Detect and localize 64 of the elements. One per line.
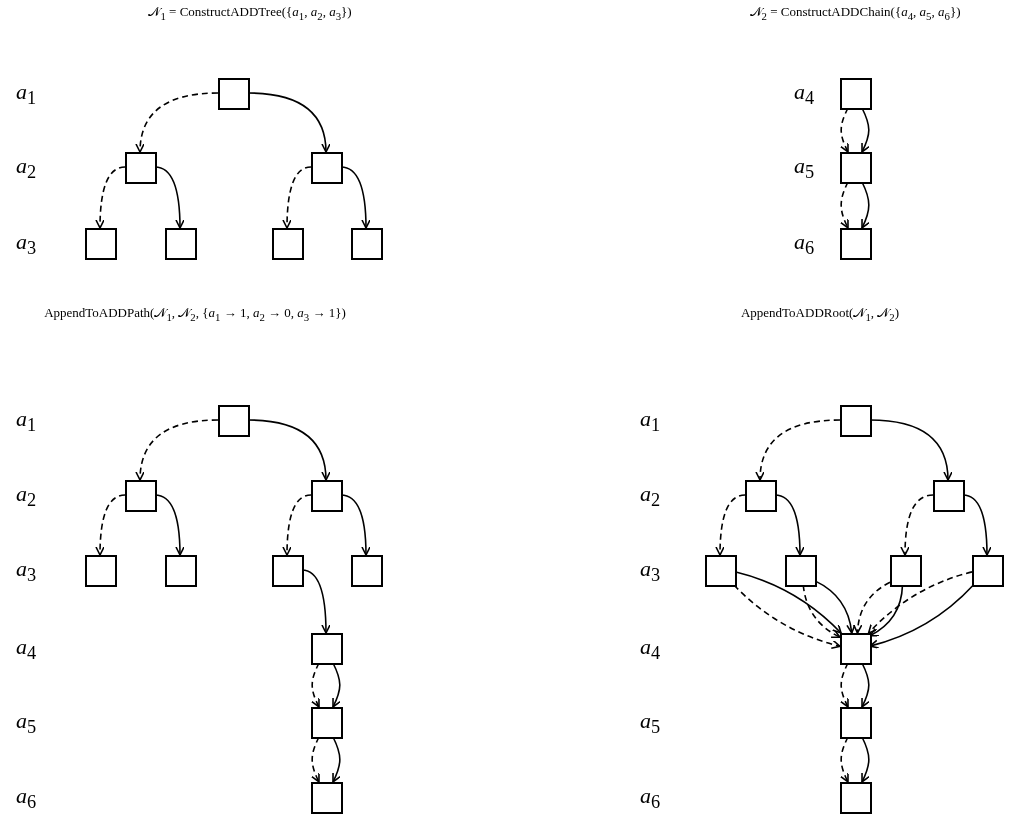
panel-title: AppendToADDRoot(𝒩$_{1}$, 𝒩$_{2}$)	[740, 305, 900, 325]
node-box	[840, 152, 872, 184]
dashed-arrow	[282, 166, 312, 229]
dashed-arrow	[95, 166, 126, 229]
panel-title: 𝒩$_{2}$ = ConstructADDChain({a$_{4}$, a$_{5}$, a$_{6}$})	[749, 4, 961, 24]
node-box	[311, 707, 343, 739]
level-label: a$_{5}$	[640, 709, 661, 740]
level-label: a$_{6}$	[794, 230, 815, 261]
node-box	[745, 480, 777, 512]
node-box	[840, 782, 872, 814]
dashed-arrow	[733, 584, 841, 649]
node-box	[125, 480, 157, 512]
node-box	[351, 228, 383, 260]
level-label: a$_{2}$	[640, 482, 661, 513]
node-box	[840, 633, 872, 665]
level-label: a$_{4}$	[640, 635, 661, 666]
node-box	[840, 228, 872, 260]
level-label: a$_{2}$	[16, 482, 37, 513]
level-label: a$_{3}$	[640, 557, 661, 588]
node-box	[705, 555, 737, 587]
node-box	[351, 555, 383, 587]
node-box	[272, 555, 304, 587]
panel-title: AppendToADDPath(𝒩$_{1}$, 𝒩$_{2}$, {a$_{1}$ → 1, a$_{2}$ → 0, a$_{3}$ → 1})	[44, 305, 346, 325]
dashed-arrow	[135, 419, 219, 481]
node-box	[311, 633, 343, 665]
level-label: a$_{3}$	[16, 230, 37, 261]
dashed-arrow	[867, 571, 973, 634]
node-box	[840, 78, 872, 110]
level-label: a$_{3}$	[16, 557, 37, 588]
node-box	[840, 405, 872, 437]
dashed-arrow	[282, 494, 312, 556]
level-label: a$_{6}$	[640, 784, 661, 815]
node-box	[272, 228, 304, 260]
panel-title: 𝒩$_{1}$ = ConstructADDTree({a$_{1}$, a$_{2}$, a$_{3}$})	[148, 4, 352, 24]
level-label: a$_{2}$	[16, 154, 37, 185]
dashed-arrow	[715, 494, 746, 556]
dashed-arrow	[853, 581, 891, 634]
level-label: a$_{4}$	[16, 635, 37, 666]
level-label: a$_{1}$	[16, 80, 37, 111]
node-box	[218, 78, 250, 110]
level-label: a$_{1}$	[16, 407, 37, 438]
node-box	[785, 555, 817, 587]
level-label: a$_{5}$	[794, 154, 815, 185]
dashed-arrow	[95, 494, 126, 556]
dashed-arrow	[135, 92, 219, 153]
node-box	[311, 152, 343, 184]
node-box	[85, 228, 117, 260]
level-label: a$_{4}$	[794, 80, 815, 111]
node-box	[311, 480, 343, 512]
node-box	[311, 782, 343, 814]
level-label: a$_{1}$	[640, 407, 661, 438]
level-label: a$_{6}$	[16, 784, 37, 815]
node-box	[972, 555, 1004, 587]
node-box	[933, 480, 965, 512]
node-box	[840, 707, 872, 739]
node-box	[890, 555, 922, 587]
node-box	[218, 405, 250, 437]
level-label: a$_{5}$	[16, 709, 37, 740]
node-box	[165, 555, 197, 587]
node-box	[165, 228, 197, 260]
node-box	[125, 152, 157, 184]
dashed-arrow	[755, 419, 841, 481]
dashed-arrow	[900, 494, 934, 556]
node-box	[85, 555, 117, 587]
